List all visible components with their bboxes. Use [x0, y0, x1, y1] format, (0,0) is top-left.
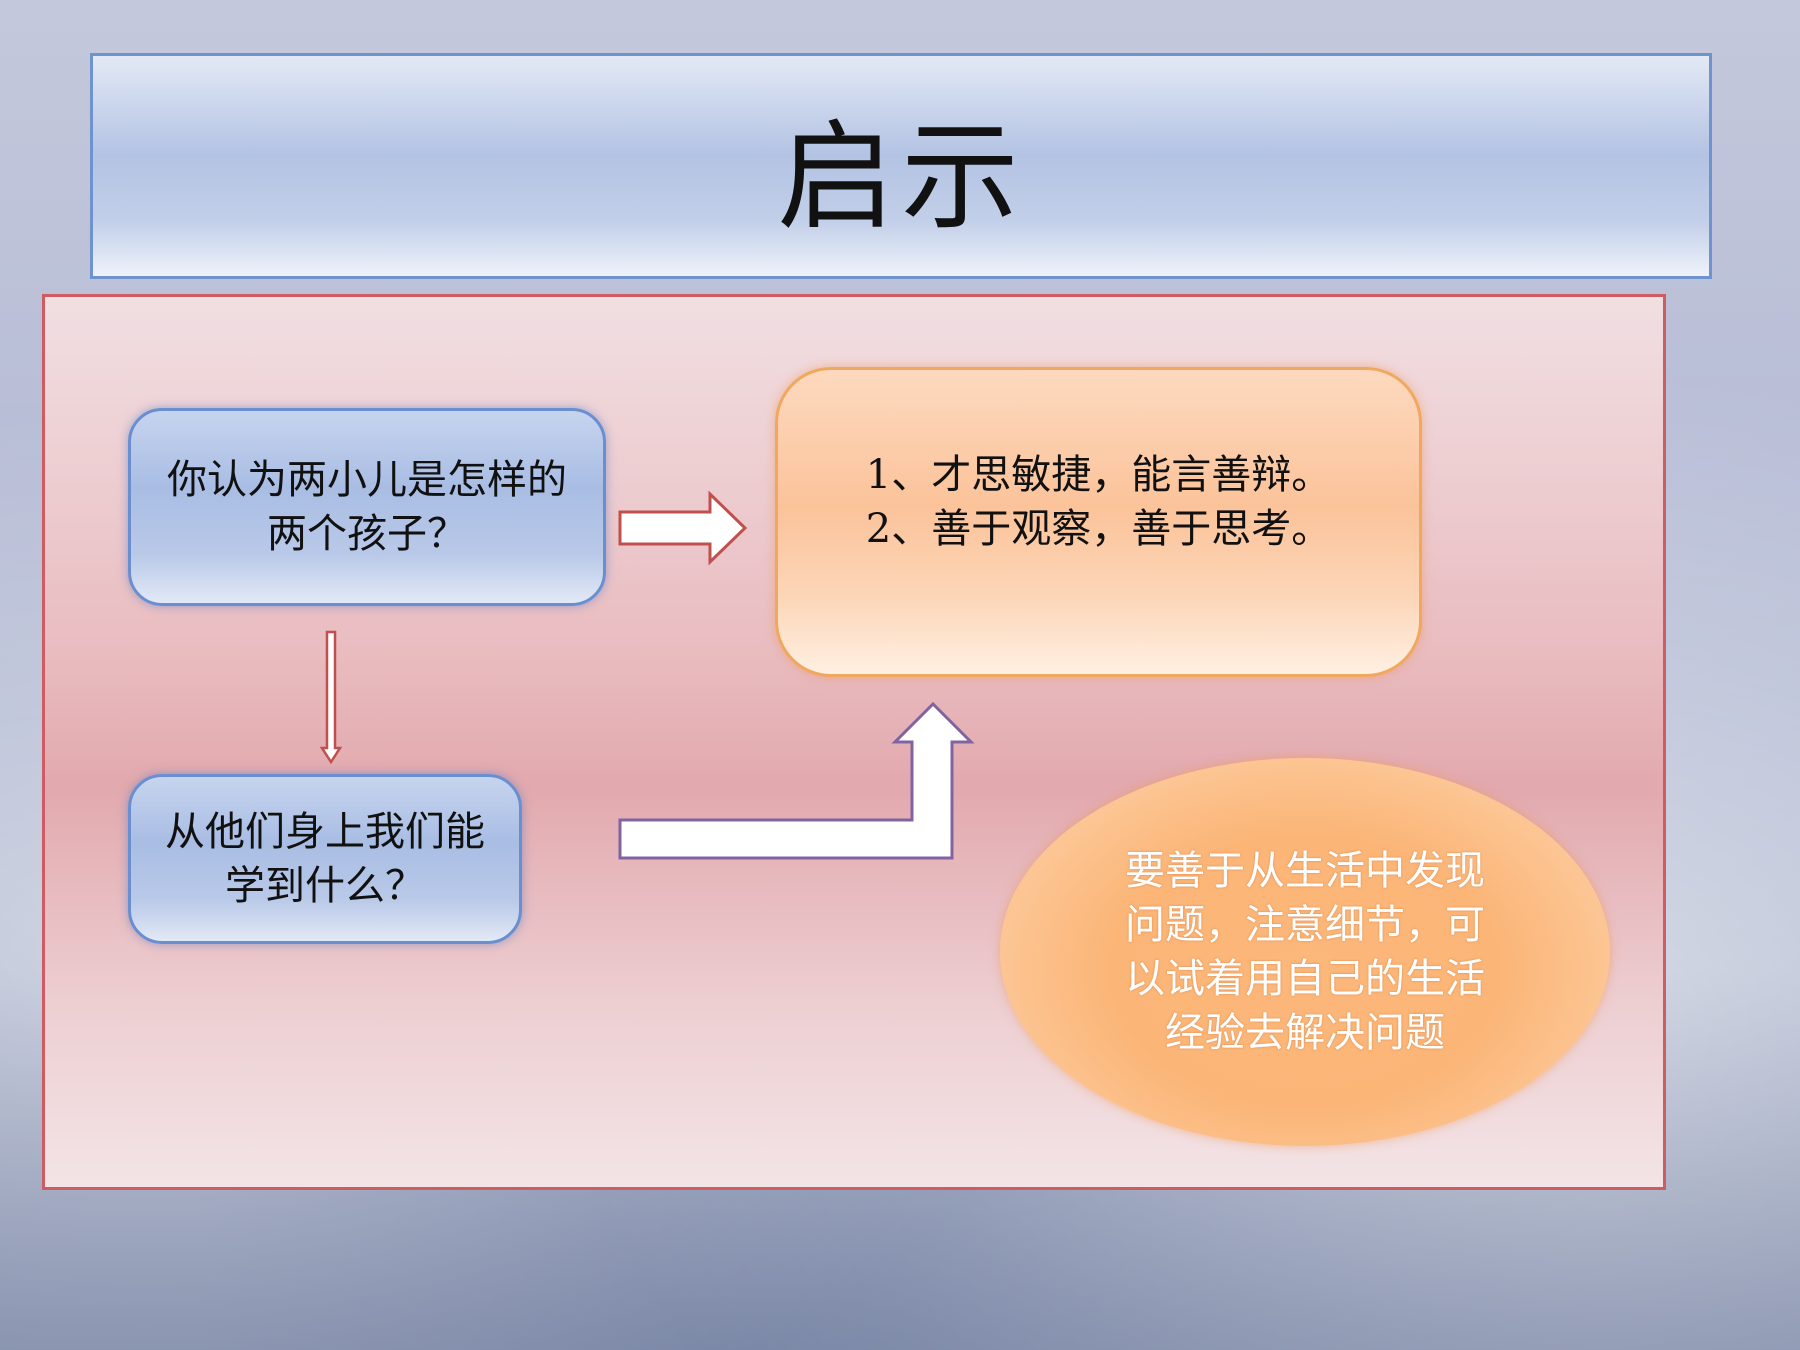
answer-line-2: 2、善于观察，善于思考。 — [865, 506, 1332, 552]
answer-box: 1、才思敏捷，能言善辩。 2、善于观察，善于思考。 — [775, 367, 1422, 677]
down-arrow — [319, 630, 343, 765]
bent-up-arrow — [618, 701, 975, 860]
answer-list: 1、才思敏捷，能言善辩。 2、善于观察，善于思考。 — [866, 448, 1331, 596]
question-box-1: 你认为两小儿是怎样的两个孩子？ — [128, 408, 606, 606]
lesson-text: 要善于从生活中发现问题，注意细节，可以试着用自己的生活经验去解决问题 — [1125, 848, 1485, 1056]
question-box-2: 从他们身上我们能学到什么？ — [128, 774, 522, 944]
question-1-text: 你认为两小儿是怎样的两个孩子？ — [167, 457, 567, 557]
answer-line-1: 1、才思敏捷，能言善辩。 — [865, 452, 1332, 498]
right-arrow — [618, 490, 748, 566]
title-box: 启示 — [90, 53, 1712, 279]
slide-title: 启示 — [776, 107, 1025, 246]
lesson-ellipse: 要善于从生活中发现问题，注意细节，可以试着用自己的生活经验去解决问题 — [1000, 758, 1610, 1146]
question-2-text: 从他们身上我们能学到什么？ — [165, 809, 485, 909]
